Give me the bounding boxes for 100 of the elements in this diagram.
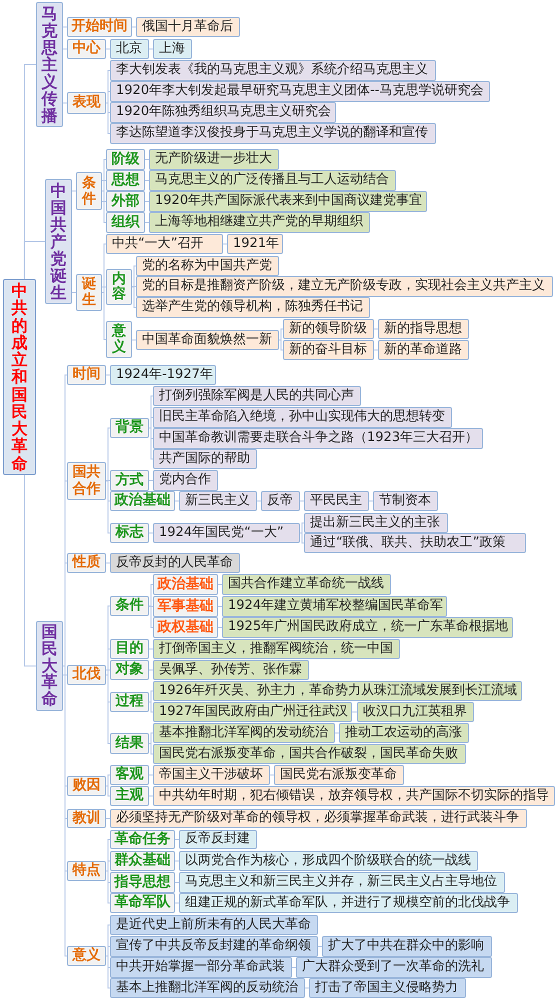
subcategory-box: 客观 xyxy=(110,765,149,785)
detail-box: 国共合作建立革命统一战线 xyxy=(222,574,391,595)
detail-box: 1925年广州国民政府成立，统一广东革命根据地 xyxy=(222,617,513,638)
connector-line xyxy=(148,743,154,754)
detail-box: 中共开始掌握一部分革命武装 xyxy=(110,957,292,978)
detail-box: 以两党合作为核心，形成四个阶级联合的统一战线 xyxy=(179,851,478,871)
detail-box: 上海等地相继建立共产党的早期组织 xyxy=(149,212,370,233)
connector-line xyxy=(148,774,154,776)
subcategory-box: 指导思想 xyxy=(110,872,175,893)
category-box: 国共合作 xyxy=(67,462,106,500)
detail-box: 帝国主义干涉破坏 xyxy=(153,765,270,785)
connector-line xyxy=(300,532,304,544)
detail-box: 吴佩孚、孙传芳、张作霖 xyxy=(153,660,309,680)
connector-line xyxy=(148,702,154,712)
detail-box: 提出新三民主义的主张 xyxy=(304,513,448,533)
connector-line xyxy=(174,902,180,904)
subcategory-box: 目的 xyxy=(110,639,149,659)
connector-line xyxy=(102,180,106,181)
detail-box: 推动工农运动的高涨 xyxy=(339,723,469,743)
detail-box: 宣传了中共反帝反封建的革命纲领 xyxy=(110,936,318,957)
detail-box: 反帝 xyxy=(261,491,300,511)
connector-line xyxy=(72,292,76,293)
subcategory-box: 标志 xyxy=(110,523,149,543)
category-box: 败因 xyxy=(67,776,106,796)
category-box: 教训 xyxy=(67,809,106,828)
detail-box: 无产阶级进一步壮大 xyxy=(149,149,279,170)
connector-line xyxy=(102,244,106,293)
category-box: 条件 xyxy=(76,172,102,210)
subcategory-box: 意义 xyxy=(106,321,132,358)
category-box: 意义 xyxy=(67,946,106,966)
main-topic-box: 中共的成立和国民大革命 xyxy=(3,279,36,475)
connector-line xyxy=(72,190,76,192)
detail-box: 党内合作 xyxy=(153,470,218,491)
detail-box: 新的领导阶级 xyxy=(283,319,374,339)
detail-box: 打倒帝国主义，推翻军阀统治，统一中国 xyxy=(153,639,400,659)
detail-box: 北京 xyxy=(110,39,149,59)
connector-line xyxy=(102,286,106,288)
connector-line xyxy=(318,946,322,947)
subcategory-box: 政权基础 xyxy=(153,617,218,638)
detail-box: 1924年国民党“一大” xyxy=(153,523,300,543)
subcategory-box: 群众基础 xyxy=(110,851,175,871)
connector-line xyxy=(292,967,296,968)
detail-box: 李达陈望道李汉俊投身于马克思主义学说的翻译和宣传 xyxy=(110,123,436,144)
connector-line xyxy=(174,839,180,840)
connector-line xyxy=(106,48,110,50)
detail-box: 选举产生党的领导机构，陈独秀任书记 xyxy=(136,297,370,318)
detail-box: 新的奋斗目标 xyxy=(283,340,374,360)
detail-box: 1920年共产国际派代表来到中国商议建党事宜 xyxy=(149,191,427,212)
connector-line xyxy=(334,732,340,734)
subcategory-box: 革命任务 xyxy=(110,830,175,849)
detail-box: 反帝反封建 xyxy=(179,830,257,849)
subcategory-box: 背景 xyxy=(110,418,149,438)
detail-box: 新三民主义 xyxy=(179,491,257,511)
connector-line xyxy=(106,374,110,376)
detail-box: 是近代史上前所未有的人民大革命 xyxy=(110,915,318,935)
category-box: 性质 xyxy=(67,553,106,573)
connector-line xyxy=(144,159,150,160)
subcategory-box: 军事基础 xyxy=(153,596,218,617)
subcategory-box: 结果 xyxy=(110,733,149,754)
connector-line xyxy=(148,648,154,650)
branch-topic-box: 国民大革命 xyxy=(36,621,63,711)
detail-box: 广大群众受到了一次革命的洗礼 xyxy=(296,957,492,978)
connector-line xyxy=(102,190,106,223)
branch-topic-box: 马克思主义传播 xyxy=(36,2,63,127)
subcategory-box: 组织 xyxy=(106,212,145,233)
subcategory-box: 内容 xyxy=(106,269,132,305)
category-box: 中心 xyxy=(67,39,106,59)
subcategory-box: 政治基础 xyxy=(153,574,218,595)
subcategory-box: 外部 xyxy=(106,191,145,212)
detail-box: 共产国际的帮助 xyxy=(153,449,257,469)
connector-line xyxy=(148,584,154,606)
connector-line xyxy=(256,500,262,502)
connector-line xyxy=(144,222,150,223)
detail-box: 反帝反封的人民革命 xyxy=(110,553,240,573)
connector-line xyxy=(106,786,110,796)
connector-line xyxy=(148,606,154,628)
subcategory-box: 革命军队 xyxy=(110,893,175,913)
connector-line xyxy=(278,328,284,340)
detail-box: 中国革命教训需要走联合斗争之路（1923年三大召开） xyxy=(153,428,483,449)
detail-box: 1924年-1927年 xyxy=(110,365,216,385)
detail-box: 1926年歼灭吴、孙主力，革命势力从珠江流域发展到长江流域 xyxy=(153,681,522,701)
connector-line xyxy=(106,428,110,482)
subcategory-box: 方式 xyxy=(110,470,149,491)
connector-line xyxy=(300,500,304,502)
connector-line xyxy=(218,606,222,607)
connector-line xyxy=(174,500,180,502)
connector-line xyxy=(62,48,68,50)
detail-box: 党的名称为中国共产党 xyxy=(136,256,279,276)
detail-box: 1927年国民政府由广州迁往武汉 xyxy=(153,702,352,722)
subcategory-box: 政治基础 xyxy=(110,491,175,511)
category-box: 诞生 xyxy=(76,274,102,311)
detail-box: 新的指导思想 xyxy=(378,319,469,339)
detail-box: 打倒列强除军阀是人民的共同心声 xyxy=(153,386,361,406)
connector-line xyxy=(62,102,68,104)
category-box: 特点 xyxy=(67,861,106,881)
detail-box: 组建正规的新式革命军队，并进行了规模空前的北伐战争 xyxy=(179,893,518,913)
connector-line xyxy=(132,26,136,28)
detail-box: 1920年陈独秀组织马克思主义研究会 xyxy=(110,102,336,123)
detail-box: 李大钊发表《我的马克思主义观》系统介绍马克思主义 xyxy=(110,60,436,81)
category-box: 表现 xyxy=(67,92,106,114)
